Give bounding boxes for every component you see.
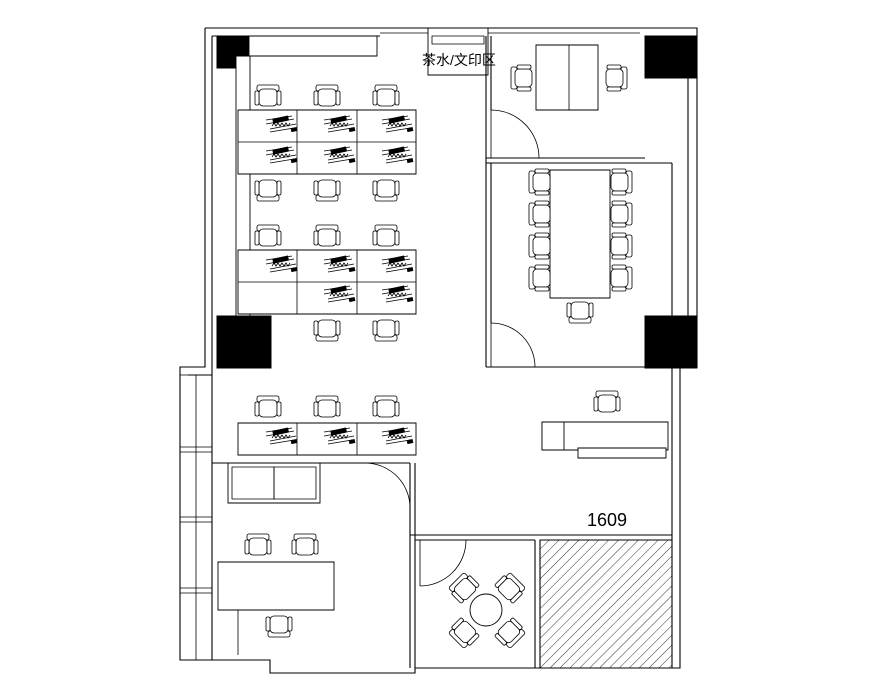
chair-icon — [528, 264, 551, 292]
column-mid-right — [645, 316, 697, 368]
chair-icon — [313, 395, 341, 418]
chair-icon — [313, 84, 341, 107]
reception-area: 1609 — [542, 390, 668, 530]
room-number-label: 1609 — [587, 510, 627, 530]
window-mullions — [180, 375, 212, 660]
manager-office — [218, 463, 334, 655]
chair-icon — [372, 84, 400, 107]
door-swing-icon — [365, 463, 410, 510]
chair-icon — [566, 301, 594, 324]
door-swing-icon — [491, 110, 539, 158]
chair-icon — [510, 64, 533, 92]
chair-icon — [372, 319, 400, 342]
chair-icon — [610, 168, 633, 196]
chair-icon — [493, 616, 528, 651]
chair-icon — [265, 615, 293, 638]
hatched-area — [540, 540, 672, 668]
chair-icon — [372, 224, 400, 247]
round-table-room — [446, 570, 528, 651]
pantry-print-area-label: 茶水/文印区 — [422, 52, 496, 68]
chair-icon — [254, 84, 282, 107]
chair-icon — [372, 395, 400, 418]
chair-icon — [528, 168, 551, 196]
pantry-counter: 茶水/文印区 — [422, 28, 496, 75]
chair-icon — [610, 264, 633, 292]
chair-icon — [254, 395, 282, 418]
chair-icon — [291, 533, 319, 556]
workstation-cluster-3 — [238, 423, 416, 455]
chair-icon — [254, 224, 282, 247]
chair-icon — [313, 224, 341, 247]
door-swing-icon — [491, 323, 535, 367]
round-table — [470, 594, 502, 626]
chair-icon — [313, 319, 341, 342]
column-mid-left — [217, 316, 271, 368]
structural-columns — [217, 36, 697, 368]
chair-icon — [528, 232, 551, 260]
chair-icon — [605, 64, 628, 92]
chair-icon — [528, 200, 551, 228]
meeting-room — [528, 168, 633, 324]
door-swings — [365, 110, 539, 586]
office-desk — [218, 562, 334, 610]
door-swing-icon — [420, 540, 466, 586]
chair-icon — [254, 179, 282, 202]
office-top-right — [510, 45, 628, 110]
meeting-table — [550, 170, 610, 298]
workstation-cluster-2 — [238, 250, 416, 314]
column-top-right — [645, 36, 697, 78]
chair-icon — [372, 179, 400, 202]
chair-icon — [610, 232, 633, 260]
chair-icon — [493, 570, 528, 605]
chair-icon — [610, 200, 633, 228]
chair-icon — [313, 179, 341, 202]
chair-icon — [244, 533, 272, 556]
chair-icon — [593, 390, 621, 413]
